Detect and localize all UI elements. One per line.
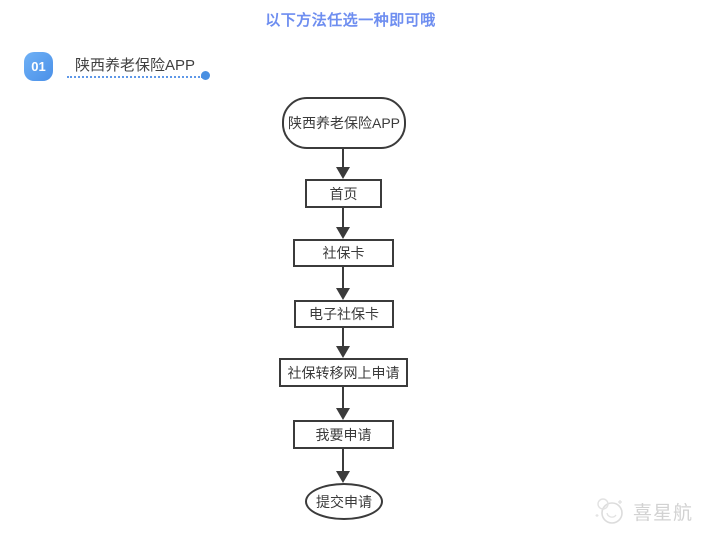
arrow-head-icon [336, 471, 350, 483]
flow-arrow [336, 148, 350, 179]
flow-arrow [336, 327, 350, 358]
planet-sparkle-icon [595, 498, 623, 524]
arrow-head-icon [336, 346, 350, 358]
brand-name: 喜星航 [633, 502, 694, 524]
flow-arrow [336, 386, 350, 420]
arrow-shaft [342, 327, 344, 347]
flow-arrow [336, 448, 350, 483]
flow-node-submit: 提交申请 [305, 483, 383, 520]
arrow-shaft [342, 448, 344, 472]
arrow-shaft [342, 266, 344, 289]
arrow-shaft [342, 386, 344, 409]
flow-node-apply: 我要申请 [293, 420, 394, 449]
arrow-head-icon [336, 288, 350, 300]
flow-arrow [336, 207, 350, 239]
section-number-badge: 01 [24, 52, 53, 81]
flow-arrow [336, 266, 350, 300]
arrow-head-icon [336, 167, 350, 179]
flow-node-e-social-security-card: 电子社保卡 [294, 300, 394, 328]
arrow-head-icon [336, 227, 350, 239]
flow-node-start: 陕西养老保险APP [282, 97, 406, 149]
section-title: 陕西养老保险APP [75, 57, 196, 74]
arrow-head-icon [336, 408, 350, 420]
arrow-shaft [342, 207, 344, 228]
flow-node-social-security-card: 社保卡 [293, 239, 394, 267]
header-note: 以下方法任选一种即可哦 [265, 12, 436, 29]
brand-watermark: 喜星航 [593, 494, 693, 528]
arrow-shaft [342, 148, 344, 168]
flow-node-home: 首页 [305, 179, 382, 208]
flow-node-transfer-online-application: 社保转移网上申请 [279, 358, 408, 387]
title-underline-dot [201, 71, 210, 80]
title-underline-decoration [67, 76, 203, 78]
